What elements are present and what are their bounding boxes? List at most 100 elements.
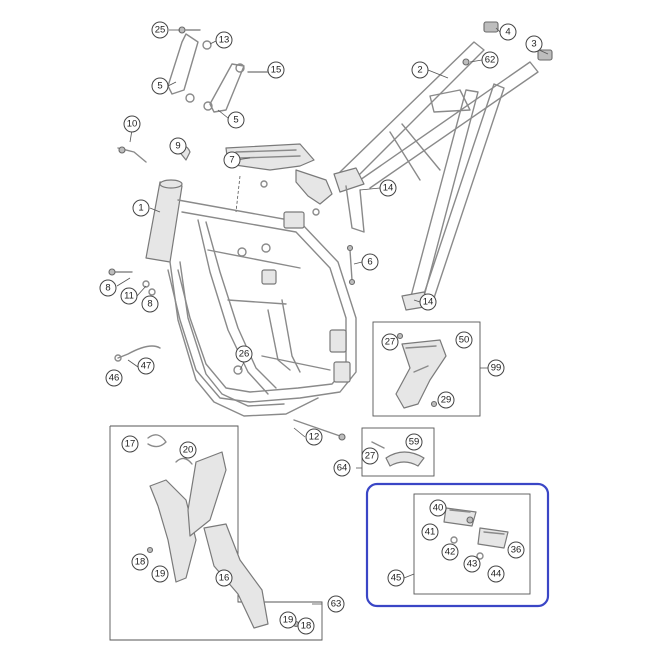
group-63 [109, 425, 323, 641]
callout-26: 26 [235, 345, 253, 363]
callout-label: 20 [183, 445, 194, 456]
callout-label: 8 [105, 283, 110, 294]
callout-label: 5 [233, 115, 238, 126]
callout-15: 15 [267, 61, 285, 79]
callout-44: 44 [487, 565, 505, 583]
callout-label: 1 [138, 203, 143, 214]
callout-label: 18 [135, 557, 146, 568]
chain-guide [225, 143, 333, 216]
callout-2: 2 [411, 61, 429, 79]
callout-label: 14 [383, 183, 394, 194]
callout-13: 13 [215, 31, 233, 49]
main-frame [145, 179, 357, 417]
callout-label: 4 [505, 27, 510, 38]
callout-62: 62 [481, 51, 499, 69]
callout-label: 47 [141, 361, 152, 372]
callout-label: 2 [417, 65, 422, 76]
callout-19: 19 [151, 565, 169, 583]
callout-16: 16 [215, 569, 233, 587]
callouts: 25 13 5 15 5 10 9 7 1 4 3 2 62 14 6 14 8… [99, 21, 543, 635]
callout-label: 99 [491, 363, 502, 374]
callout-29: 29 [437, 391, 455, 409]
callout-label: 8 [147, 299, 152, 310]
group-64 [361, 427, 435, 477]
callout-label: 7 [229, 155, 234, 166]
callout-18: 18 [297, 617, 315, 635]
callout-label: 14 [423, 297, 434, 308]
callout-label: 44 [491, 569, 502, 580]
callout-label: 43 [467, 559, 478, 570]
callout-label: 50 [459, 335, 470, 346]
callout-36: 36 [507, 541, 525, 559]
callout-25: 25 [151, 21, 169, 39]
callout-4: 4 [499, 23, 517, 41]
callout-label: 42 [445, 547, 456, 558]
callout-label: 18 [301, 621, 312, 632]
callout-label: 19 [283, 615, 294, 626]
callout-12: 12 [305, 428, 323, 446]
callout-label: 40 [433, 503, 444, 514]
callout-6: 6 [361, 253, 379, 271]
callout-label: 41 [425, 527, 436, 538]
callout-99: 99 [487, 359, 505, 377]
callout-label: 26 [239, 349, 250, 360]
callout-label: 3 [531, 39, 536, 50]
callout-label: 29 [441, 395, 452, 406]
highlight-frame [365, 482, 550, 608]
callout-label: 11 [124, 291, 134, 302]
callout-42: 42 [441, 543, 459, 561]
callout-label: 64 [337, 463, 348, 474]
callout-label: 12 [309, 432, 320, 443]
callout-41: 41 [421, 523, 439, 541]
callout-label: 19 [155, 569, 166, 580]
callout-label: 6 [367, 257, 372, 268]
callout-label: 59 [409, 437, 420, 448]
callout-label: 45 [391, 573, 402, 584]
callout-label: 62 [485, 55, 496, 66]
callout-46: 46 [105, 369, 123, 387]
callout-label: 63 [331, 599, 342, 610]
callout-label: 13 [219, 35, 230, 46]
callout-label: 25 [155, 25, 166, 36]
callout-19: 19 [279, 611, 297, 629]
leader-lines [116, 27, 549, 605]
callout-1: 1 [132, 199, 150, 217]
bolt-12 [293, 419, 346, 441]
callout-label: 17 [125, 439, 136, 450]
callout-11: 11 [120, 287, 138, 305]
callout-3: 3 [525, 35, 543, 53]
callout-label: 10 [127, 119, 138, 130]
callout-14: 14 [379, 179, 397, 197]
callout-14: 14 [419, 293, 437, 311]
rod-6 [346, 244, 356, 286]
callout-45: 45 [387, 569, 405, 587]
callout-20: 20 [179, 441, 197, 459]
callout-label: 5 [157, 81, 162, 92]
callout-50: 50 [455, 331, 473, 349]
callout-label: 9 [175, 141, 180, 152]
callout-59: 59 [405, 433, 423, 451]
callout-8: 8 [99, 279, 117, 297]
callout-9: 9 [169, 137, 187, 155]
callout-label: 27 [365, 451, 376, 462]
rear-subframe [333, 21, 553, 311]
callout-label: 27 [385, 337, 396, 348]
engine-brace-links [167, 26, 276, 113]
callout-label: 36 [511, 545, 522, 556]
callout-47: 47 [137, 357, 155, 375]
callout-8: 8 [141, 295, 159, 313]
callout-64: 64 [333, 459, 351, 477]
callout-18: 18 [131, 553, 149, 571]
callout-7: 7 [223, 151, 241, 169]
callout-40: 40 [429, 499, 447, 517]
callout-17: 17 [121, 435, 139, 453]
callout-27: 27 [381, 333, 399, 351]
callout-43: 43 [463, 555, 481, 573]
callout-27: 27 [361, 447, 379, 465]
callout-10: 10 [123, 115, 141, 133]
callout-5: 5 [151, 77, 169, 95]
callout-label: 46 [109, 373, 120, 384]
group-99 [372, 321, 481, 417]
callout-label: 15 [271, 65, 282, 76]
